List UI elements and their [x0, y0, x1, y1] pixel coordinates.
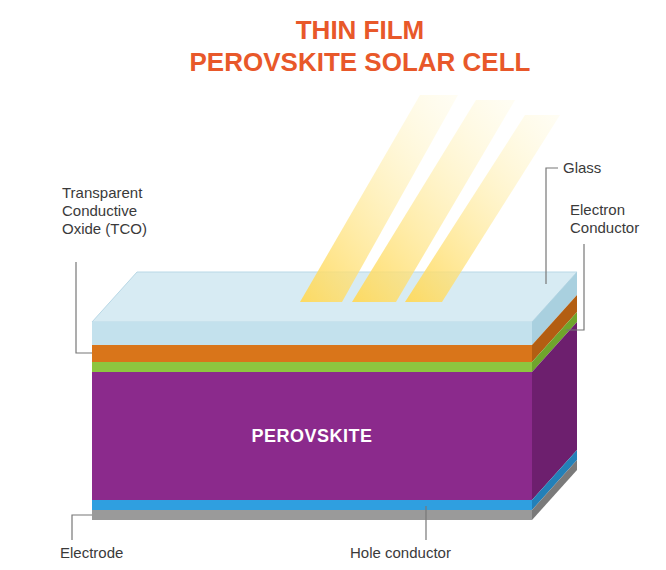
part-label: Transparent Conductive Oxide (TCO)	[62, 184, 156, 238]
tco-layer	[92, 345, 532, 362]
layer-label: PEROVSKITE	[251, 426, 372, 447]
spacer	[480, 14, 540, 44]
leader-line	[425, 506, 426, 540]
leader-line	[546, 168, 558, 284]
part-label: Hole conductor	[350, 544, 510, 562]
title: THIN FILM PEROVSKITE SOLAR CELL	[190, 15, 531, 77]
hole-side	[532, 450, 577, 510]
part-label: Electron Conductor	[570, 201, 662, 237]
spacer	[180, 14, 240, 44]
electrode-layer	[92, 510, 532, 520]
layer-band: PEROVSKITE	[92, 372, 532, 500]
electron-layer	[92, 362, 532, 372]
glass-front	[92, 322, 532, 345]
part-label: Electrode	[60, 544, 180, 562]
leader-line	[76, 262, 92, 353]
hole-layer	[92, 500, 532, 510]
title-block: THIN FILM PEROVSKITE SOLAR CELL	[180, 14, 540, 78]
part-label: Glass	[563, 159, 653, 177]
light-ray	[405, 115, 560, 302]
leader-line	[566, 244, 584, 330]
leader-line	[72, 515, 92, 540]
electrode-side	[532, 460, 577, 520]
